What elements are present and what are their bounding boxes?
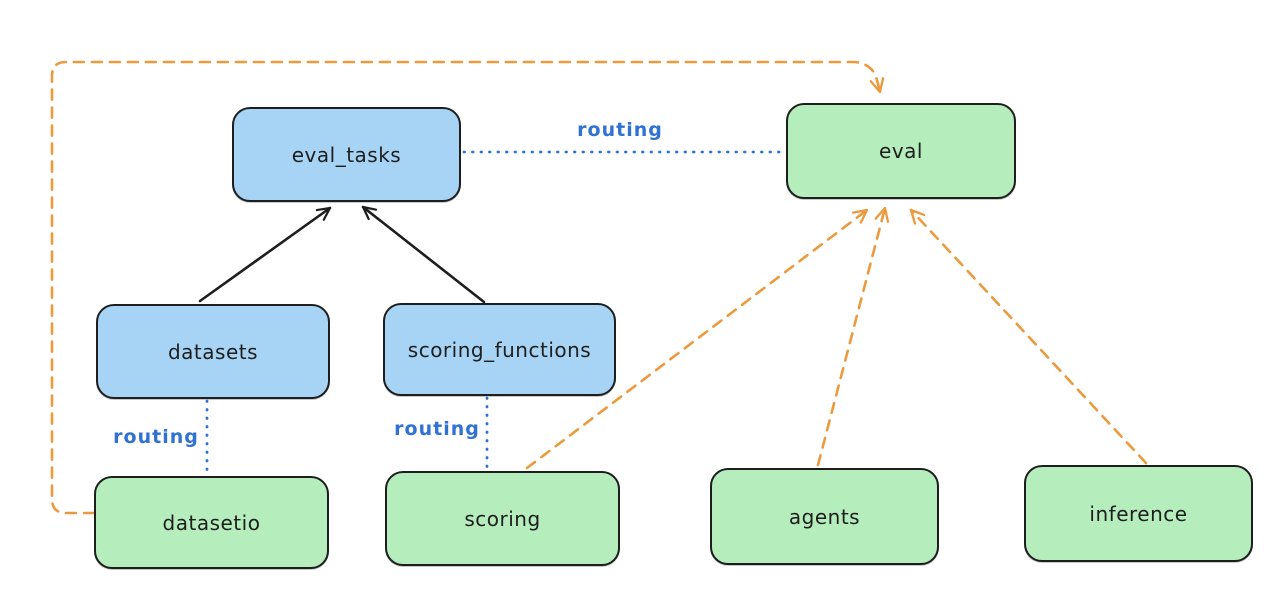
node-inference: inference [1024,465,1253,562]
edge-label-routing-top: routing [577,119,663,141]
edge-inference-to-eval [909,208,1148,465]
node-scoring-functions: scoring_functions [383,303,616,396]
edge-datasets-to-eval-tasks [198,206,332,303]
node-eval-label: eval [879,139,923,163]
node-scoring-functions-label: scoring_functions [407,337,592,362]
node-inference-label: inference [1089,501,1188,526]
node-datasets-label: datasets [167,339,259,364]
edge-label-routing-scoring: routing [394,418,480,440]
edge-agents-to-eval [816,206,890,467]
node-datasetio-label: datasetio [162,510,261,535]
node-agents-label: agents [788,504,861,529]
node-eval: eval [786,103,1016,199]
edge-datasetio-to-eval [50,60,885,515]
edge-scoring-functions-to-eval-tasks [361,205,486,304]
node-agents: agents [710,468,939,565]
edge-scoring-to-eval [525,208,869,470]
node-eval-tasks-label: eval_tasks [291,142,402,167]
node-datasetio: datasetio [94,476,329,569]
node-eval-tasks: eval_tasks [232,107,461,202]
node-datasets: datasets [96,304,330,399]
node-scoring-label: scoring [464,506,541,531]
edge-label-routing-datasets: routing [113,426,199,448]
node-scoring: scoring [385,471,620,566]
